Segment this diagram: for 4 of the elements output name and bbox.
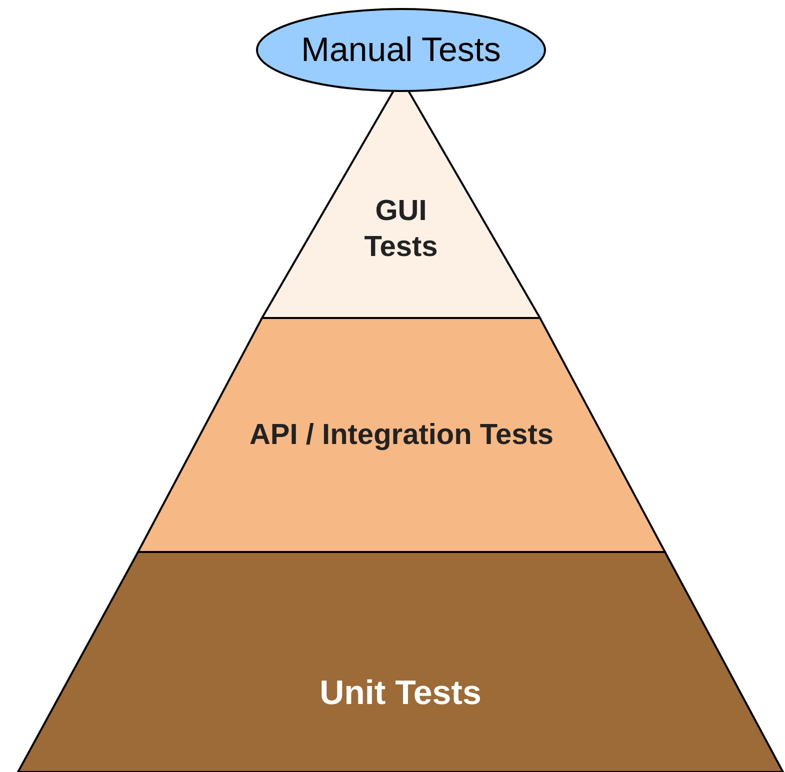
tier-label: API / Integration Tests xyxy=(250,418,554,453)
tier-label: Unit Tests xyxy=(320,672,482,714)
tier-label: GUI Tests xyxy=(363,194,439,266)
tier-label: Manual Tests xyxy=(301,30,501,71)
